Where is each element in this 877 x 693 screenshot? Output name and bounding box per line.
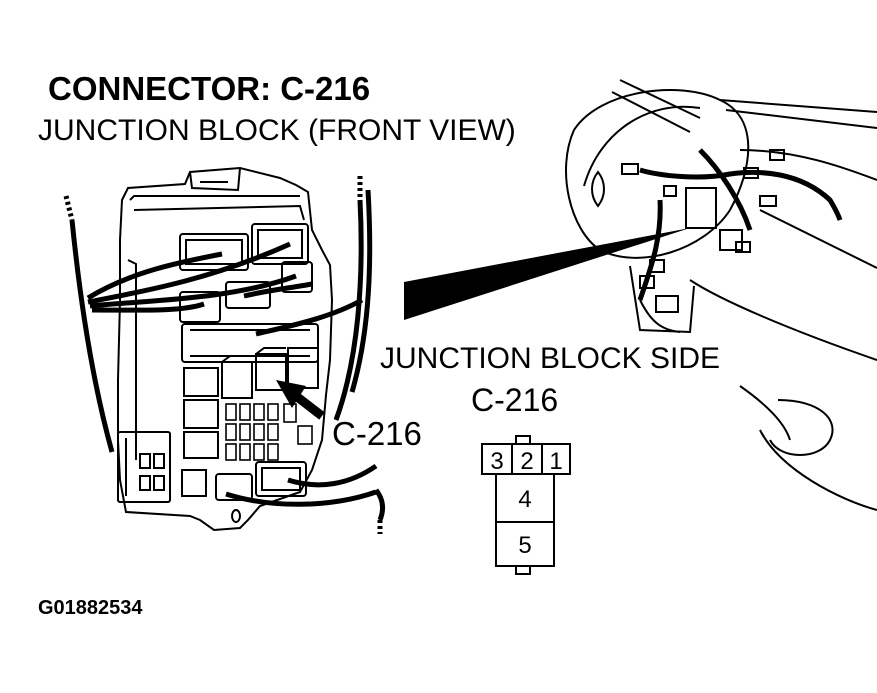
pin-2: 2 bbox=[520, 448, 533, 475]
figure-id: G01882534 bbox=[38, 597, 143, 619]
side-view-title: JUNCTION BLOCK SIDE bbox=[380, 342, 721, 375]
page-subtitle: JUNCTION BLOCK (FRONT VIEW) bbox=[38, 114, 516, 147]
pin-5: 5 bbox=[518, 532, 531, 559]
side-view-connector-label: C-216 bbox=[471, 382, 559, 418]
dashboard-illustration bbox=[565, 79, 877, 511]
pointer-arrow bbox=[276, 380, 325, 420]
page-title: CONNECTOR: C-216 bbox=[48, 70, 371, 107]
pin-diagram bbox=[481, 435, 571, 575]
junction-block-illustration bbox=[117, 166, 334, 532]
pin-1: 1 bbox=[549, 448, 562, 475]
connector-callout: C-216 bbox=[332, 415, 422, 452]
leader-wedge bbox=[404, 228, 690, 320]
wiring-harness bbox=[69, 189, 386, 521]
pin-3: 3 bbox=[490, 448, 503, 475]
pin-4: 4 bbox=[518, 486, 531, 513]
